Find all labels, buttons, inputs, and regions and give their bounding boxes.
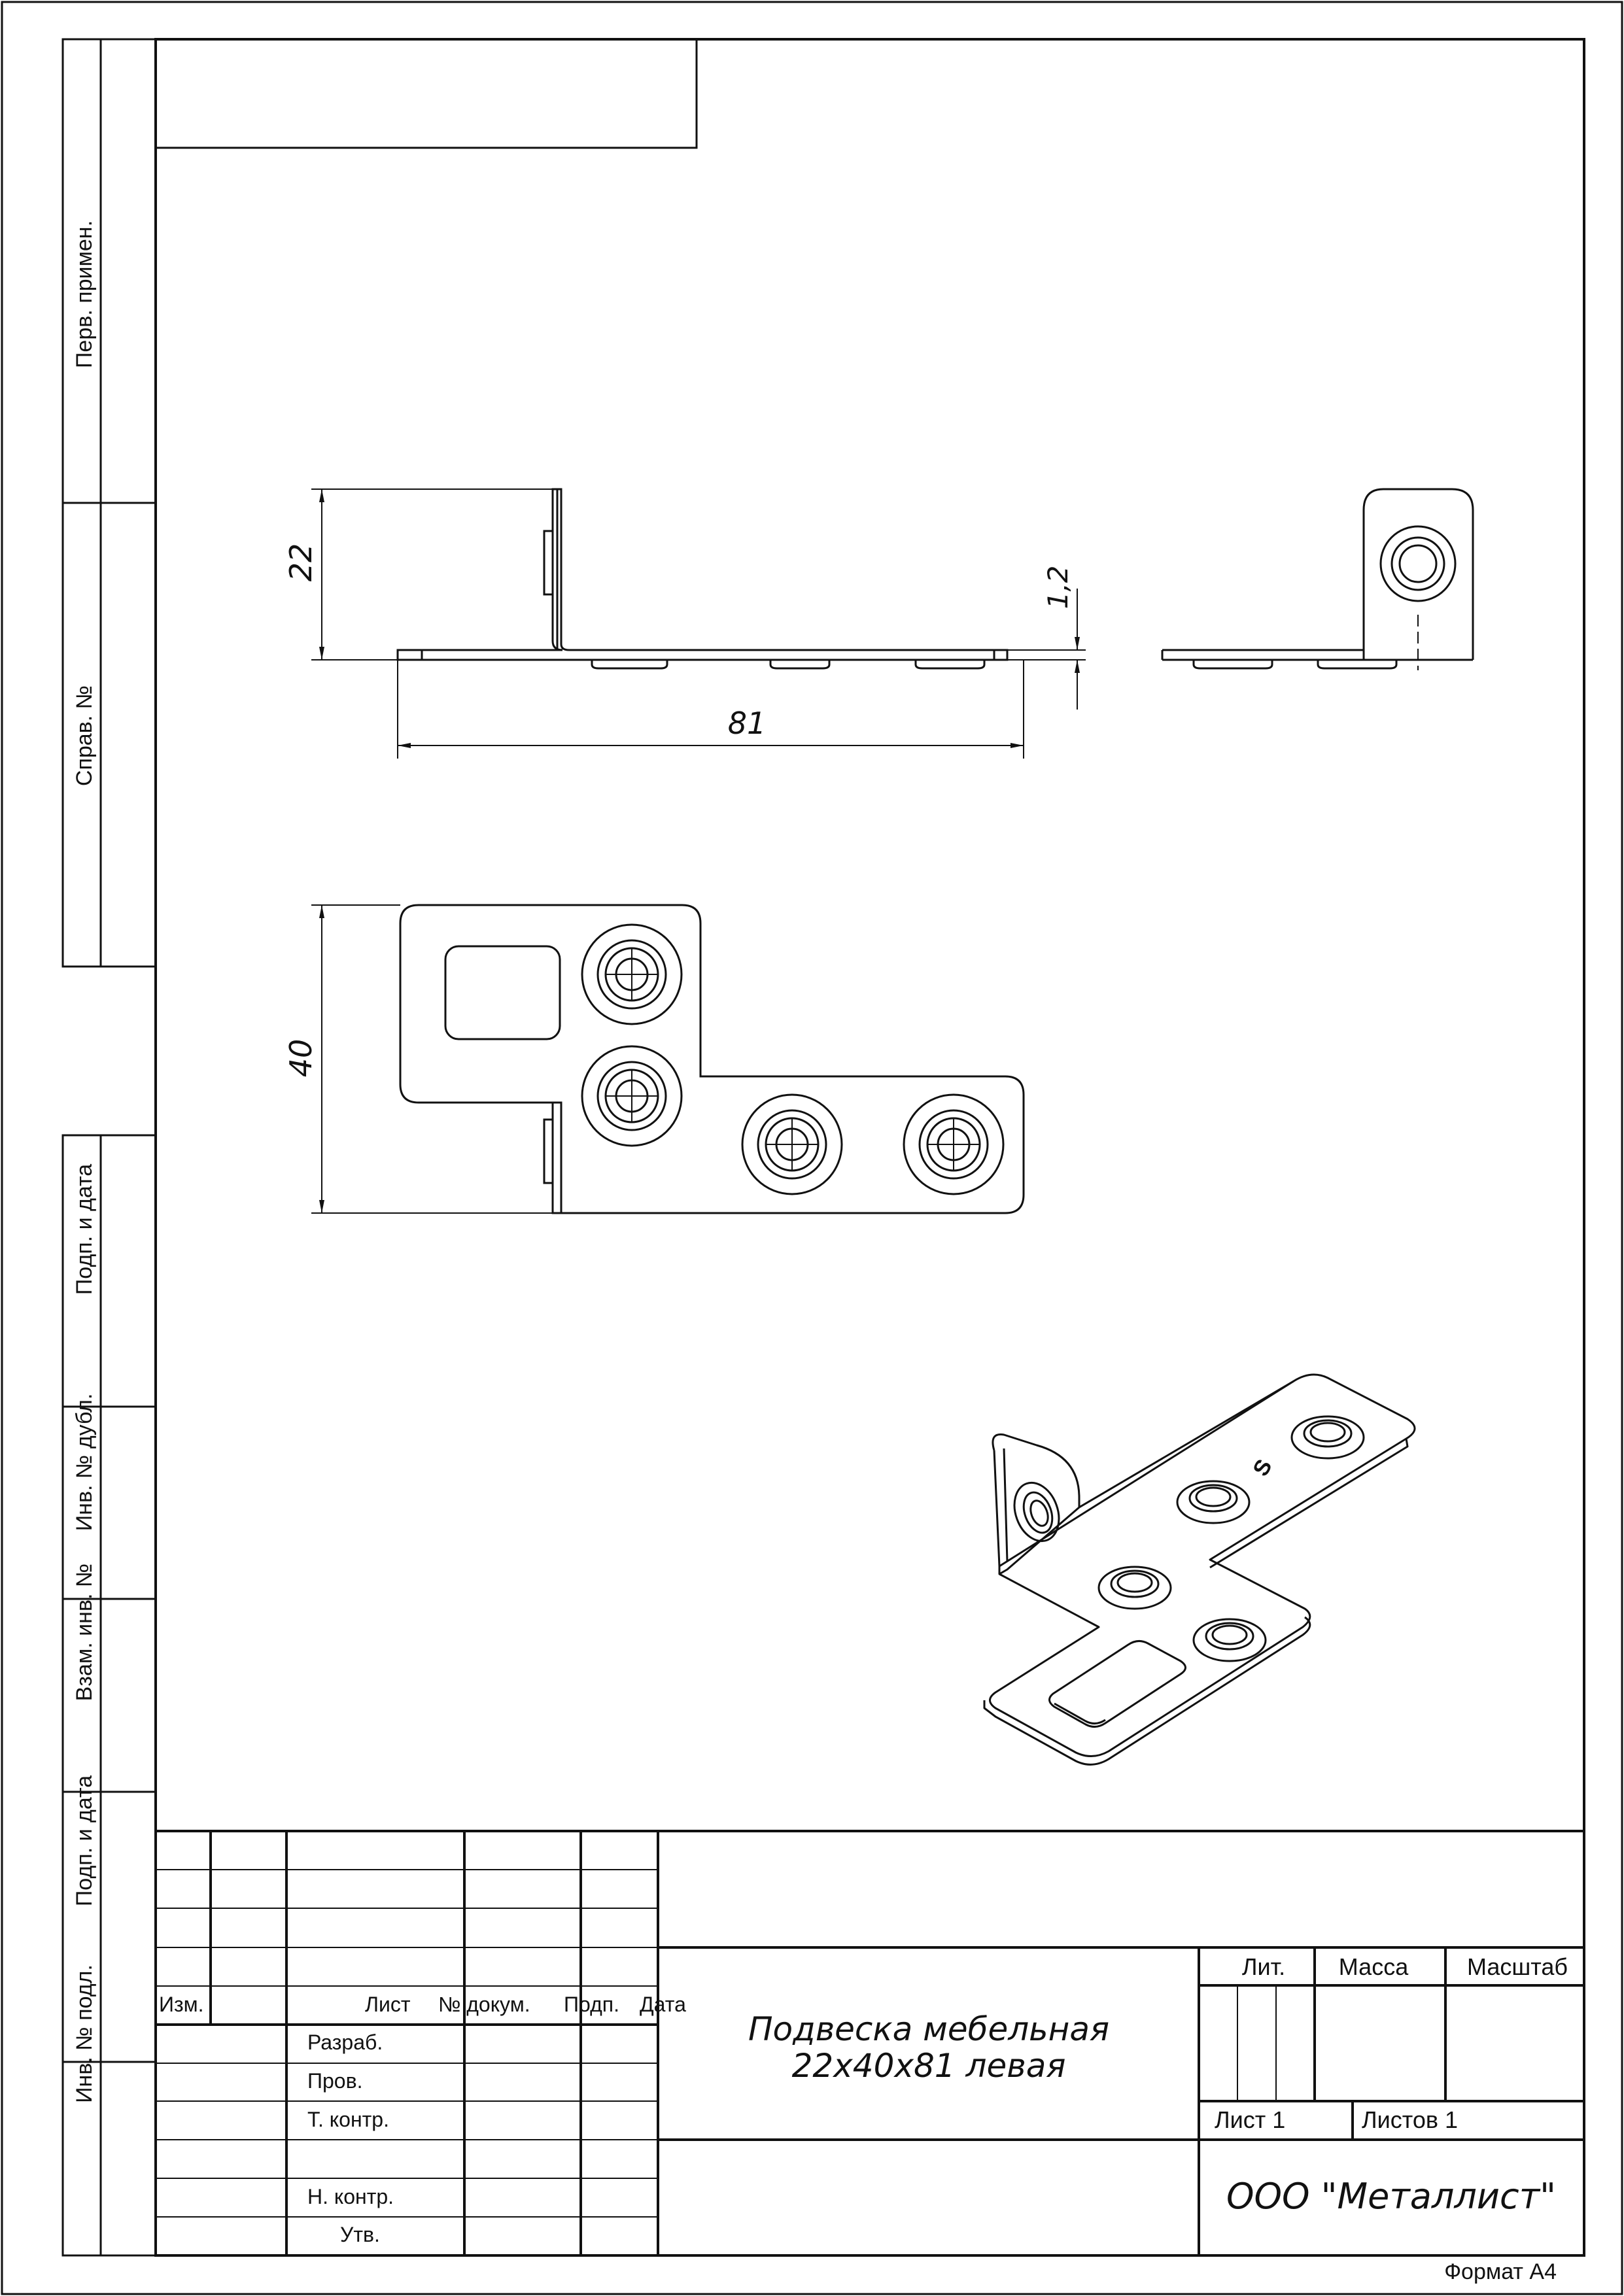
top-view-dimensions (311, 904, 553, 1214)
header-list: Лист (365, 1993, 411, 2016)
dim-thickness-1-2: 1,2 (1042, 566, 1074, 609)
header-no-dokum: № докум. (438, 1993, 530, 2016)
header-data: Дата (640, 1993, 686, 2016)
left-margin-strip (61, 38, 157, 2257)
top-view (399, 904, 1025, 1214)
label-vzam-inv-no: Взам. инв. № (72, 1564, 97, 1702)
label-perv-primen: Перв. примен. (72, 220, 97, 368)
role-utv: Утв. (340, 2223, 380, 2246)
dim-height-22: 22 (283, 543, 319, 582)
label-podp-data-1: Подп. и дата (72, 1164, 97, 1295)
company-name: ООО "Металлист" (1226, 2176, 1556, 2217)
side-view (1161, 488, 1474, 670)
label-inv-no-dubl: Инв. № дубл. (72, 1394, 97, 1532)
role-prov: Пров. (307, 2069, 362, 2093)
product-name-line2: 22x40x81 левая (792, 2047, 1066, 2085)
sheets-total: Листов 1 (1362, 2106, 1458, 2133)
format-label: Формат А4 (1444, 2259, 1557, 2284)
title-block-headers: Изм. Лист № докум. Подп. Дата (159, 1993, 686, 2016)
masshtab-label: Масштаб (1467, 1953, 1568, 1980)
top-view-centerlines (606, 948, 980, 1171)
dim-width-40: 40 (283, 1039, 319, 1078)
header-podp: Подп. (564, 1993, 619, 2016)
role-n-kontr: Н. контр. (307, 2185, 394, 2208)
label-podp-data-2: Подп. и дата (72, 1775, 97, 1906)
sheet-number: Лист 1 (1215, 2106, 1285, 2133)
role-razrab: Разраб. (307, 2030, 383, 2054)
isometric-mark-s: S (1248, 1455, 1277, 1481)
massa-label: Масса (1339, 1953, 1409, 1980)
label-sprav-no: Справ. № (72, 685, 97, 786)
front-view (396, 488, 1009, 670)
title-block-roles: Разраб. Пров. Т. контр. Н. контр. Утв. (307, 2030, 394, 2246)
title-block (156, 1830, 1584, 2255)
title-block-thin-lines (156, 1869, 1277, 2218)
role-t-kontr: Т. контр. (307, 2108, 389, 2131)
side-labels: Перв. примен. Справ. № Подп. и дата Инв.… (72, 220, 97, 2103)
product-name-line1: Подвеска мебельная (748, 2010, 1109, 2048)
front-view-dimensions (311, 488, 1086, 759)
label-inv-no-podl: Инв. № подл. (72, 1964, 97, 2103)
lit-label: Лит. (1242, 1953, 1285, 1980)
isometric-view (983, 1373, 1416, 1766)
header-izm: Изм. (159, 1993, 204, 2016)
dim-length-81: 81 (728, 706, 767, 741)
